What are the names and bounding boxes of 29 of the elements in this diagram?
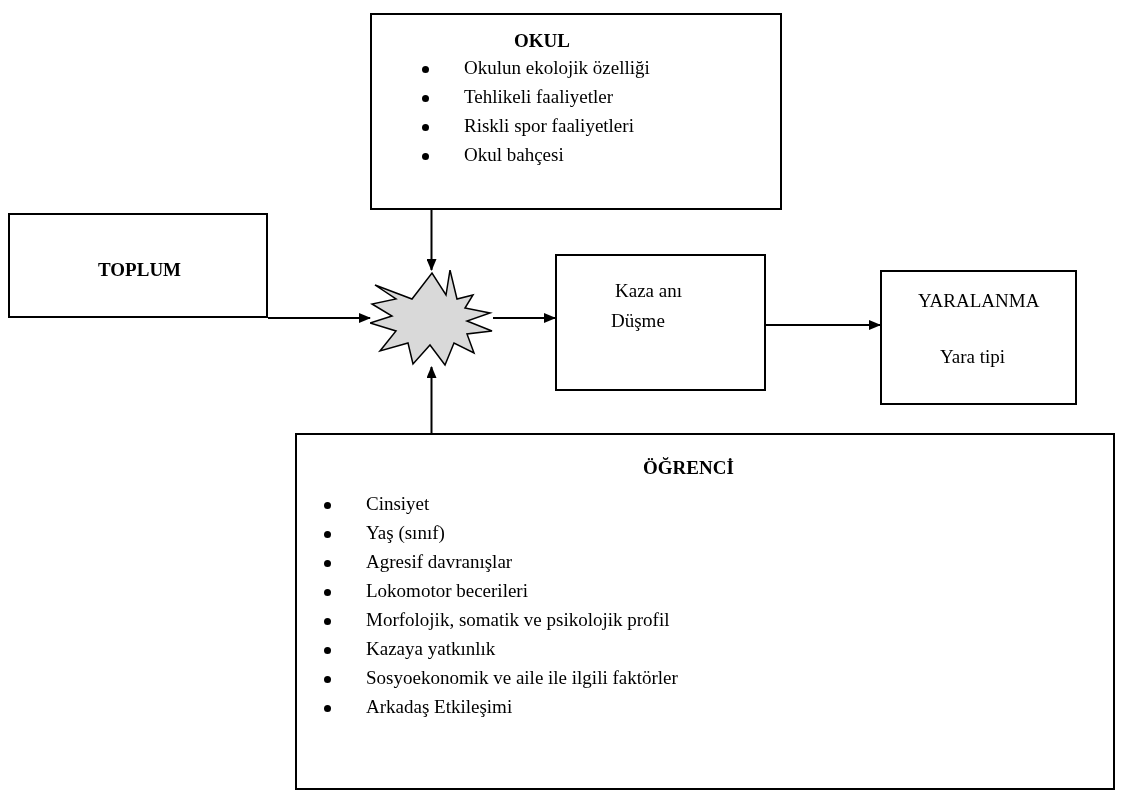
heading: ÖĞRENCİ	[643, 457, 734, 480]
list-item: Morfolojik, somatik ve psikolojik profil	[366, 609, 670, 632]
node-label: YARALANMA	[918, 290, 1040, 313]
arrow	[765, 320, 881, 330]
list-item: Okul bahçesi	[464, 144, 564, 167]
heading: OKUL	[514, 30, 570, 53]
arrow	[426, 366, 437, 434]
box	[8, 213, 268, 318]
box	[880, 270, 1077, 405]
list-item: Okulun ekolojik özelliği	[464, 57, 650, 80]
node-label: TOPLUM	[98, 259, 182, 282]
box	[370, 13, 782, 210]
box	[555, 254, 766, 391]
node-label: Yara tipi	[940, 346, 1006, 369]
list-item: Yaş (sınıf)	[366, 522, 445, 545]
arrow	[426, 209, 437, 271]
arrow	[267, 313, 371, 323]
list-item: Cinsiyet	[366, 493, 430, 516]
list-item: Riskli spor faaliyetleri	[464, 115, 634, 138]
list-item: Lokomotor becerileri	[366, 580, 528, 603]
node-label: Düşme	[611, 310, 665, 333]
list-item: Tehlikeli faaliyetler	[464, 86, 613, 109]
node-label: Kaza anı	[615, 280, 682, 303]
list-item: Kazaya yatkınlık	[366, 638, 496, 661]
list-item: Arkadaş Etkileşimi	[366, 696, 513, 719]
box	[295, 433, 1115, 790]
arrow	[492, 313, 556, 323]
list-item: Agresif davranışlar	[366, 551, 513, 574]
list-item: Sosyoekonomik ve aile ile ilgili faktörler	[366, 667, 678, 690]
